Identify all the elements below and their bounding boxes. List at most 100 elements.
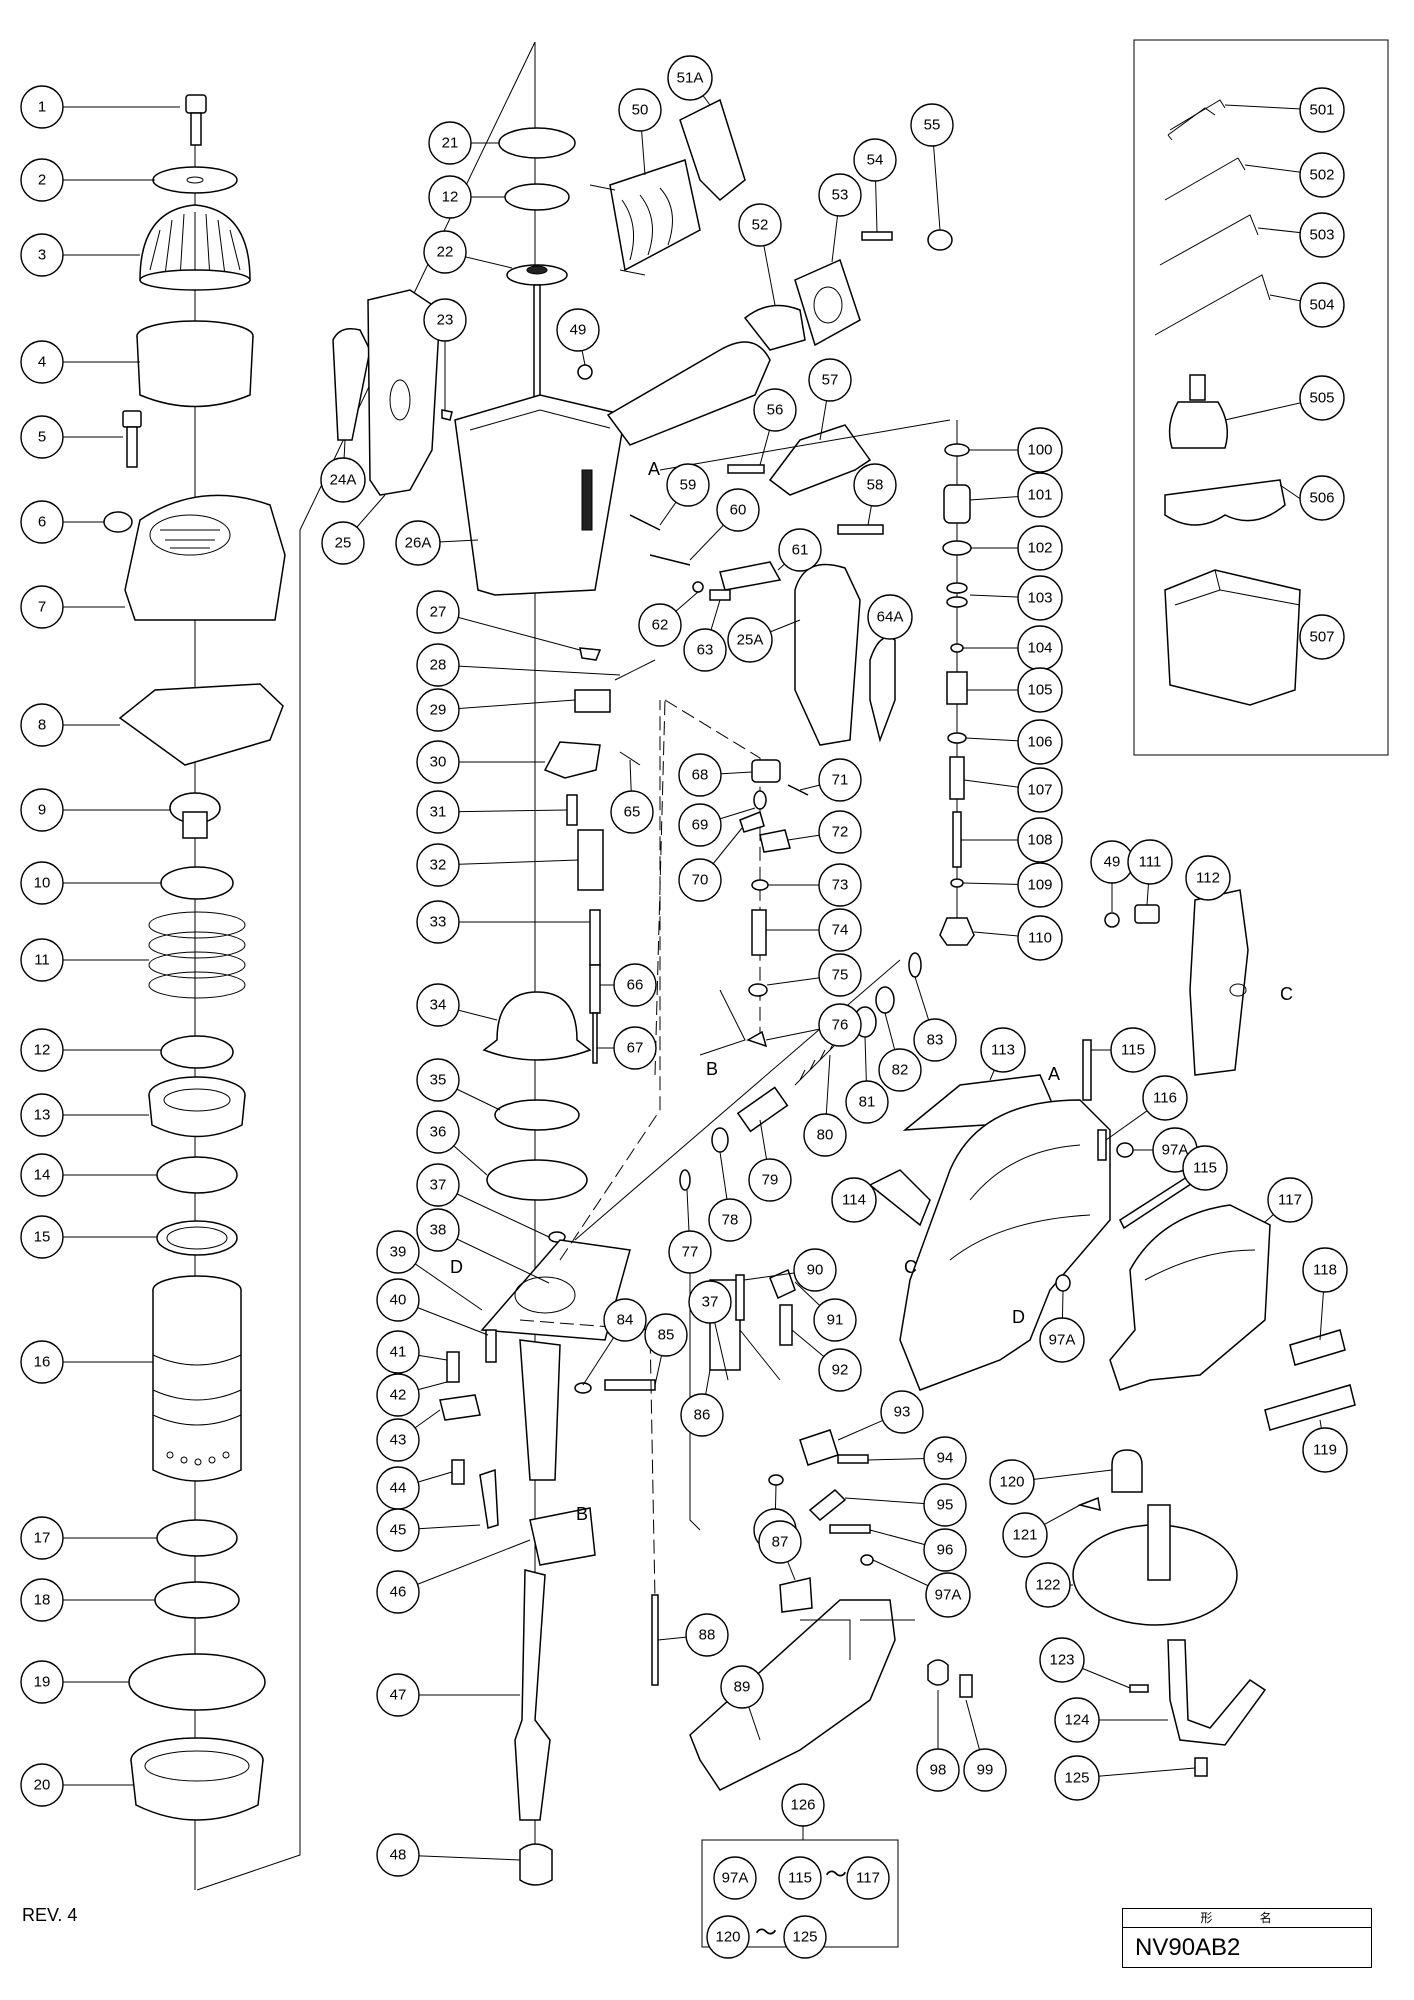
part-feeder-46 [529,1507,596,1566]
part-bolt-85 [604,1379,656,1391]
callout-53: 53 [818,173,862,217]
svg-text:507: 507 [1309,629,1334,646]
svg-text:66: 66 [627,977,644,994]
svg-text:99: 99 [977,1762,994,1779]
callout-115: 115 [1182,1145,1228,1191]
svg-text:95: 95 [937,1497,954,1514]
callout-39: 39 [376,1230,420,1274]
callout-78: 78 [708,1198,752,1242]
callout-24A: 24A [320,457,366,503]
svg-text:3: 3 [38,247,46,264]
hex-key-502 [1164,157,1246,201]
callout-20: 20 [20,1763,64,1807]
callout-4: 4 [20,340,64,384]
callout-10: 10 [20,861,64,905]
part-spring-94 [837,1454,869,1464]
callout-25: 25 [321,521,365,565]
svg-text:52: 52 [752,217,769,234]
callout-58: 58 [853,463,897,507]
svg-text:43: 43 [390,1432,407,1449]
part-cover-117 [1109,1204,1271,1391]
svg-text:113: 113 [991,1042,1015,1059]
part-112 [1189,889,1249,1076]
part-103b [946,596,968,608]
part-post-122 [1147,1504,1171,1581]
callout-42: 42 [376,1373,420,1417]
svg-text:101: 101 [1027,487,1052,504]
svg-text:33: 33 [430,914,447,931]
part-exhaust-cover-7 [124,494,286,621]
part-ring-4 [136,320,254,408]
callout-112: 112 [1185,855,1231,901]
part-oring-6 [103,511,133,533]
part-79 [736,1086,789,1133]
part-washer-84 [574,1382,592,1394]
callout-44: 44 [376,1466,420,1510]
svg-text:54: 54 [867,152,884,169]
svg-text:115: 115 [1121,1042,1145,1059]
part-48 [519,1843,553,1886]
svg-text:117: 117 [1278,1192,1302,1209]
callout-35: 35 [416,1058,460,1102]
part-ring-21 [498,127,576,159]
callout-122: 122 [1025,1562,1071,1608]
callout-5: 5 [20,415,64,459]
part-111 [1134,904,1160,924]
svg-text:98: 98 [930,1762,947,1779]
callout-81: 81 [845,1080,889,1124]
revision-label: REV. 4 [22,1905,78,1925]
callout-125: 125 [1054,1755,1100,1801]
part-110 [939,917,975,946]
part-side-plate-25 [367,289,441,496]
svg-text:84: 84 [617,1312,634,1329]
svg-text:104: 104 [1027,640,1052,657]
callout-2: 2 [20,158,64,202]
callout-38: 38 [416,1208,460,1252]
svg-text:49: 49 [570,322,587,339]
svg-text:105: 105 [1027,682,1052,699]
svg-text:17: 17 [34,1530,51,1547]
part-70 [739,810,765,833]
callout-86: 86 [680,1393,724,1437]
svg-text:107: 107 [1027,782,1052,799]
svg-text:505: 505 [1309,390,1334,407]
callout-102: 102 [1017,525,1063,571]
callout-106: 106 [1017,719,1063,765]
svg-text:82: 82 [892,1062,909,1079]
svg-text:60: 60 [730,502,747,519]
callout-120: 120 [989,1459,1035,1505]
svg-text:94: 94 [937,1450,954,1467]
part-27 [579,647,602,661]
callout-26A: 26A [395,520,441,566]
svg-text:24A: 24A [330,472,357,489]
part-77 [679,1169,691,1191]
part-84-right [768,1474,784,1486]
callout-37: 37 [416,1163,460,1207]
callout-116: 116 [1142,1075,1188,1121]
part-gasket-8 [118,683,284,766]
part-oring-12-center [504,183,570,211]
part-pin-65 [619,751,641,766]
svg-text:108: 108 [1027,832,1052,849]
callout-107: 107 [1017,767,1063,813]
callout-33: 33 [416,900,460,944]
part-106 [947,732,967,744]
callout-25A: 25A [727,617,773,663]
svg-text:68: 68 [692,767,709,784]
svg-text:32: 32 [430,857,447,874]
svg-text:87: 87 [772,1534,789,1551]
model-header: 形 名 [1123,1909,1371,1928]
callout-502: 502 [1299,152,1345,198]
callout-56: 56 [753,388,797,432]
svg-text:13: 13 [34,1107,51,1124]
part-oring-17 [156,1519,238,1557]
callout-119: 119 [1302,1427,1348,1473]
callout-12: 12 [20,1028,64,1072]
svg-text:78: 78 [722,1212,739,1229]
part-73 [751,879,769,891]
callout-32: 32 [416,843,460,887]
part-78 [711,1127,729,1153]
svg-text:83: 83 [927,1032,944,1049]
oil-bottle-505 [1168,374,1229,449]
